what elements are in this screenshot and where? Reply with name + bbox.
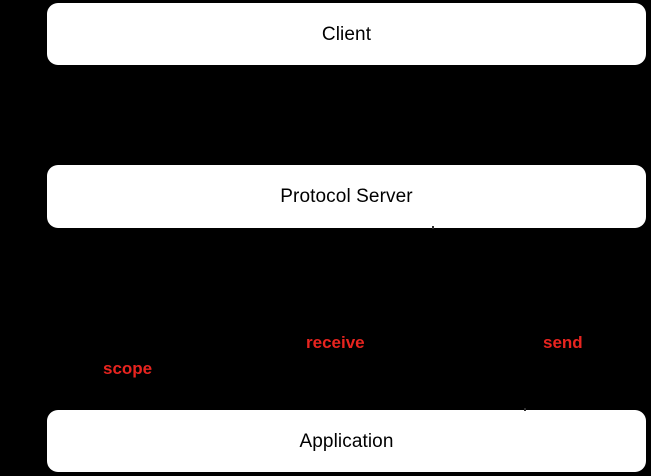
arrowhead-application-to-protocol [521,228,529,236]
arrow-tip-protocol-bottom [432,226,434,229]
edge-label-receive: receive [306,333,365,352]
node-client-label: Client [321,23,372,45]
arrowhead-client-to-protocol [176,157,184,165]
node-application-label: Application [299,430,394,452]
node-client[interactable]: Client [47,3,646,65]
node-protocol-server-label: Protocol Server [280,186,413,207]
node-protocol-server[interactable]: Protocol Server [47,165,646,228]
edge-label-scope: scope [103,359,153,378]
node-application[interactable]: Application [47,410,646,472]
edge-label-send: send [543,333,583,352]
arrowhead-protocol-to-application [428,402,436,410]
arrow-tip-application-top [524,408,526,411]
